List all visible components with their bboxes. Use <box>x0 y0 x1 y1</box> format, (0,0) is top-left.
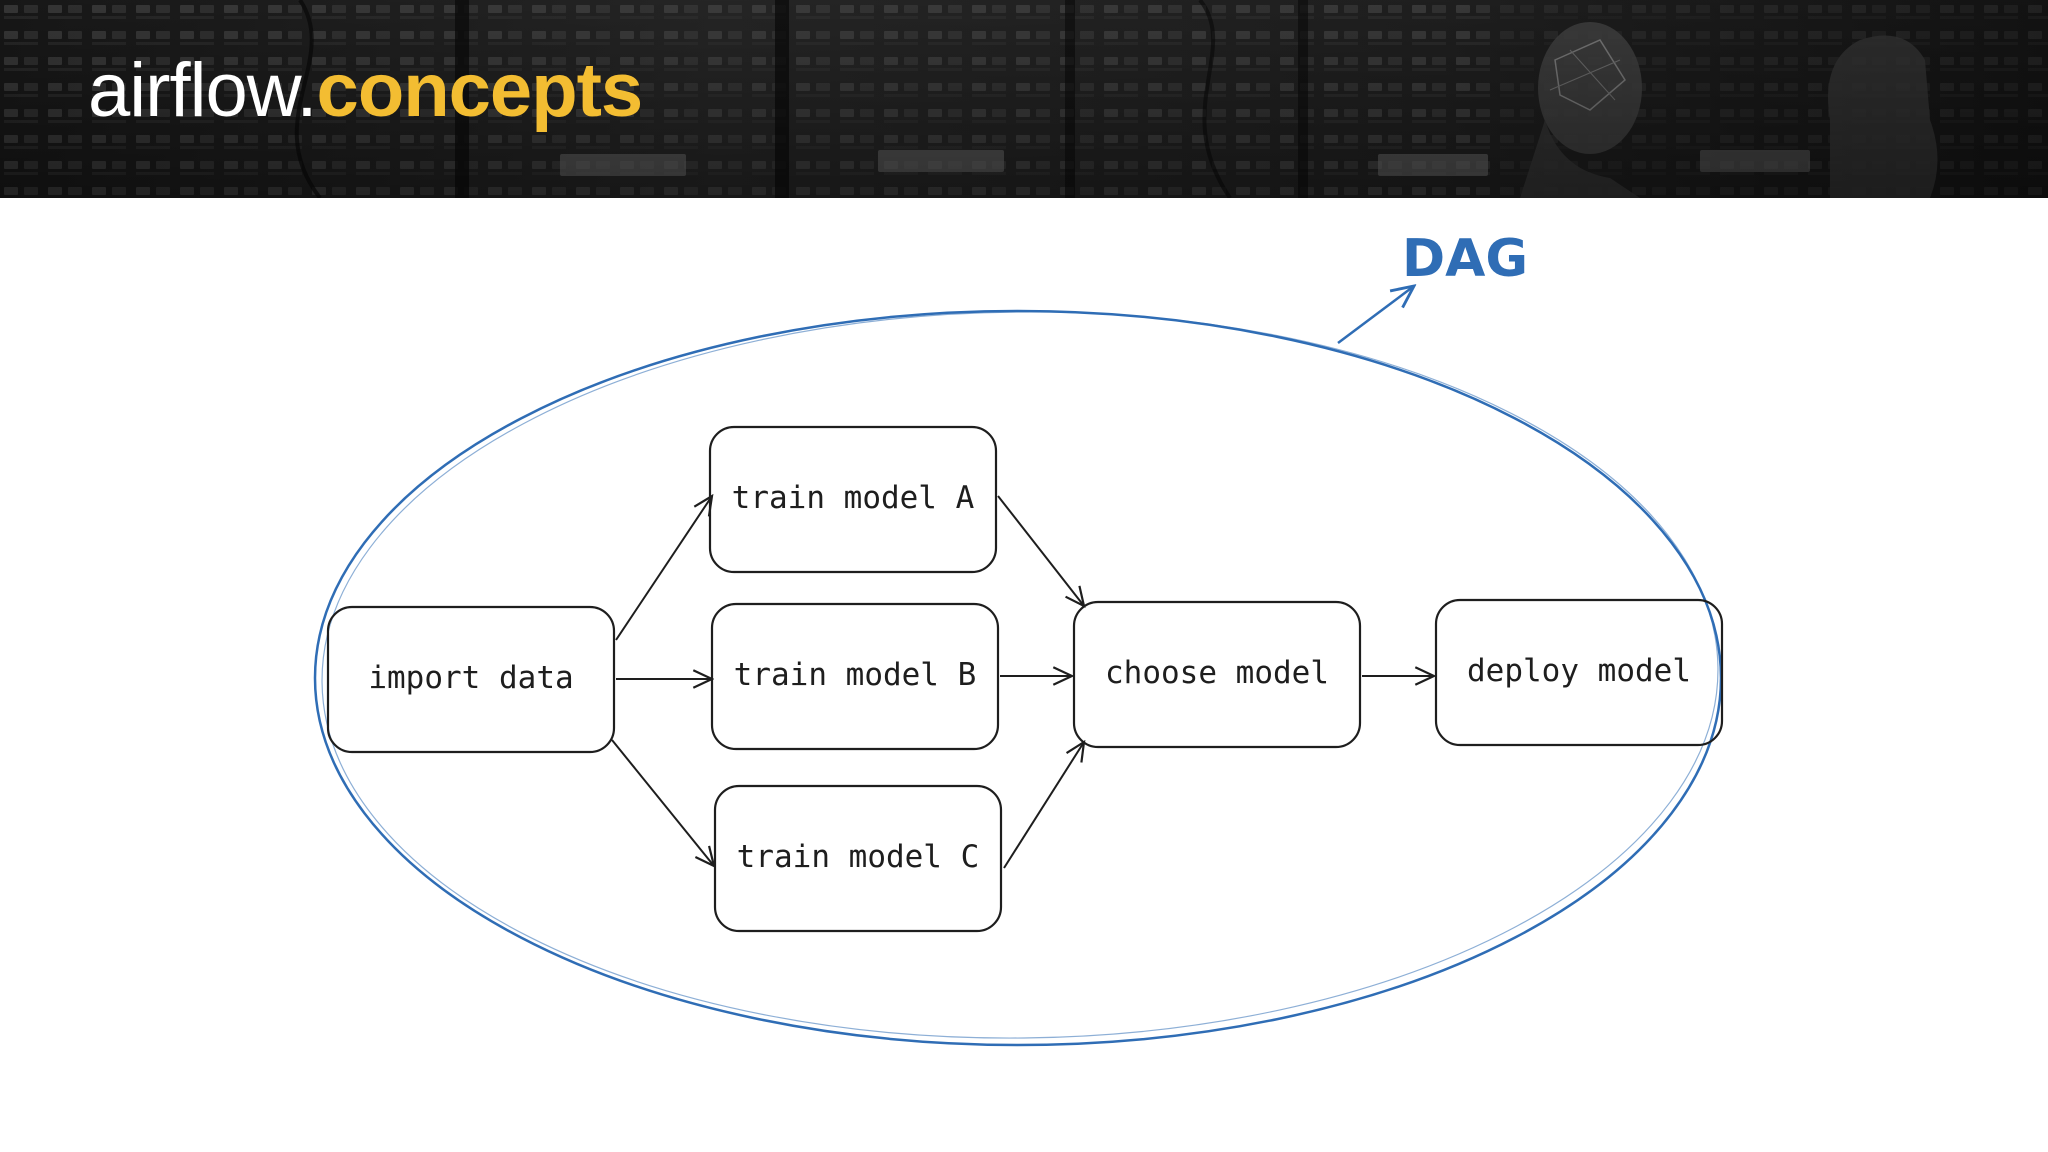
edge-train-a-to-choose <box>997 495 1084 606</box>
edges <box>611 495 1434 869</box>
node-deploy-model: deploy model <box>1434 598 1724 747</box>
edge-import-to-train-c <box>611 739 714 866</box>
node-train-model-a: train model A <box>708 425 998 574</box>
node-train-model-c: train model C <box>713 784 1003 933</box>
node-train-model-b: train model B <box>710 602 1000 751</box>
title-prefix: airflow. <box>88 48 318 133</box>
node-label-choose-model: choose model <box>1105 655 1329 691</box>
node-label-train-model-a: train model A <box>732 480 975 516</box>
node-choose-model: choose model <box>1072 600 1362 749</box>
node-label-train-model-b: train model B <box>734 657 977 693</box>
node-label-train-model-c: train model C <box>737 839 980 875</box>
server-rack-background-image <box>0 0 2048 198</box>
dag-label-arrow <box>1337 286 1414 344</box>
header-banner: airflow.concepts <box>0 0 2048 198</box>
edge-train-c-to-choose <box>1003 742 1084 869</box>
slide-title: airflow.concepts <box>88 46 644 136</box>
edge-import-to-train-a <box>615 496 712 641</box>
node-label-deploy-model: deploy model <box>1467 653 1691 689</box>
node-import-data: import data <box>326 605 616 754</box>
node-label-import-data: import data <box>368 660 573 696</box>
dag-label: DAG <box>1402 229 1528 289</box>
title-accent: concepts <box>316 48 644 133</box>
